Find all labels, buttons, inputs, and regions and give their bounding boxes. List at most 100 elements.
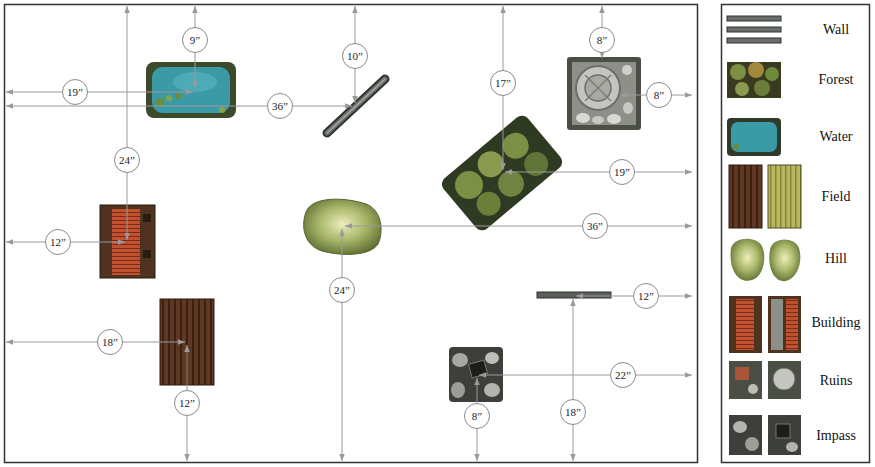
ruins-swatch [729, 361, 801, 399]
dimension-callout: 36” [582, 213, 608, 239]
wall-swatch [727, 27, 781, 32]
dimension-callout: 19” [609, 159, 635, 185]
legend-text: Ruins [820, 373, 853, 388]
building-swatch [786, 299, 798, 350]
ruins-swatch [729, 361, 762, 399]
building-swatch [729, 296, 762, 353]
wall-piece [537, 292, 611, 298]
ruins-piece [623, 102, 633, 114]
impassable-swatch [776, 424, 790, 438]
dimension-text: 36” [272, 101, 288, 112]
forest-swatch [754, 80, 770, 96]
dimension-text: 24” [119, 155, 135, 166]
dimension-arrow [342, 229, 343, 461]
impassable-swatch [745, 437, 759, 451]
water-piece [156, 98, 164, 106]
dimension-text: 19” [614, 167, 630, 178]
legend-entry: Water [819, 129, 852, 145]
impassable-swatch [733, 421, 747, 433]
legend-text: Water [819, 129, 852, 144]
ruins-piece [576, 66, 620, 110]
legend-entry: Wall [823, 22, 849, 38]
hill-swatch [731, 239, 801, 281]
building-piece [143, 214, 151, 222]
wall-swatch [727, 38, 781, 43]
legend-entry: Forest [819, 72, 854, 88]
dimension-text: 8” [472, 411, 482, 422]
dimension-text: 17” [495, 78, 511, 89]
legend-text: Forest [819, 72, 854, 87]
hill-swatch [731, 239, 765, 281]
dimension-arrow [573, 299, 574, 461]
dimension-arrow [127, 6, 128, 240]
dimension-text: 10” [347, 51, 363, 62]
ruins-piece [567, 57, 641, 130]
building-swatch [729, 296, 801, 353]
dimension-callout: 8” [464, 403, 490, 429]
hill-swatch [769, 240, 800, 282]
forest-piece [493, 165, 530, 202]
legend-entry: Building [811, 315, 860, 331]
legend-entry: Ruins [820, 373, 853, 389]
legend-text: Building [811, 315, 860, 330]
dimension-callout: 8” [589, 27, 615, 53]
dimension-callout: 18” [97, 329, 123, 355]
forest-swatch [765, 67, 779, 81]
ruins-piece [622, 65, 632, 75]
dimension-callout: 12” [633, 283, 659, 309]
dimension-text: 18” [565, 407, 581, 418]
water-piece [166, 95, 172, 101]
dimension-callout: 19” [62, 79, 88, 105]
dimension-text: 8” [654, 90, 664, 101]
forest-swatch [730, 64, 746, 80]
ruins-piece [576, 113, 590, 123]
water-swatch [733, 144, 739, 150]
impassable-piece [484, 383, 500, 397]
dimension-arrow [6, 92, 193, 93]
dimension-callout: 8” [646, 82, 672, 108]
wall-swatch [727, 16, 781, 21]
impassable-swatch [729, 415, 801, 455]
impassable-swatch [729, 415, 762, 455]
dimension-arrow [479, 375, 692, 376]
legend-text: Wall [823, 22, 849, 37]
ruins-piece [567, 57, 641, 130]
field-swatch [729, 165, 801, 228]
ruins-swatch [748, 384, 758, 394]
dimension-callout: 18” [560, 399, 586, 425]
dimension-text: 19” [67, 87, 83, 98]
legend-text: Impass [816, 428, 856, 443]
dimension-text: 12” [179, 398, 195, 409]
dimension-callout: 9” [182, 27, 208, 53]
forest-swatch [727, 62, 781, 98]
ruins-piece [592, 116, 604, 124]
impassable-swatch [768, 415, 801, 455]
building-swatch [736, 299, 754, 350]
dimension-callout: 22” [610, 362, 636, 388]
impassable-piece [452, 353, 468, 367]
table-border [5, 5, 698, 463]
water-swatch [731, 122, 777, 152]
dimension-callout: 12” [174, 390, 200, 416]
forest-swatch [735, 82, 749, 96]
water-piece [146, 62, 236, 118]
dimension-text: 36” [587, 221, 603, 232]
ruins-piece [585, 75, 611, 101]
dimension-text: 22” [615, 370, 631, 381]
dimension-arrow [6, 106, 352, 107]
dimension-arrow [505, 172, 692, 173]
forest-piece [519, 147, 553, 181]
water-piece [219, 107, 225, 113]
dimension-text: 12” [50, 237, 66, 248]
field-swatch [729, 165, 762, 228]
impassable-swatch [786, 442, 798, 452]
building-piece [143, 250, 151, 258]
dimension-text: 24” [334, 285, 350, 296]
legend-border [722, 5, 870, 463]
dimension-arrow [345, 226, 692, 227]
wall-piece [537, 292, 611, 298]
legend-text: Field [822, 189, 851, 204]
ruins-swatch [768, 361, 801, 399]
